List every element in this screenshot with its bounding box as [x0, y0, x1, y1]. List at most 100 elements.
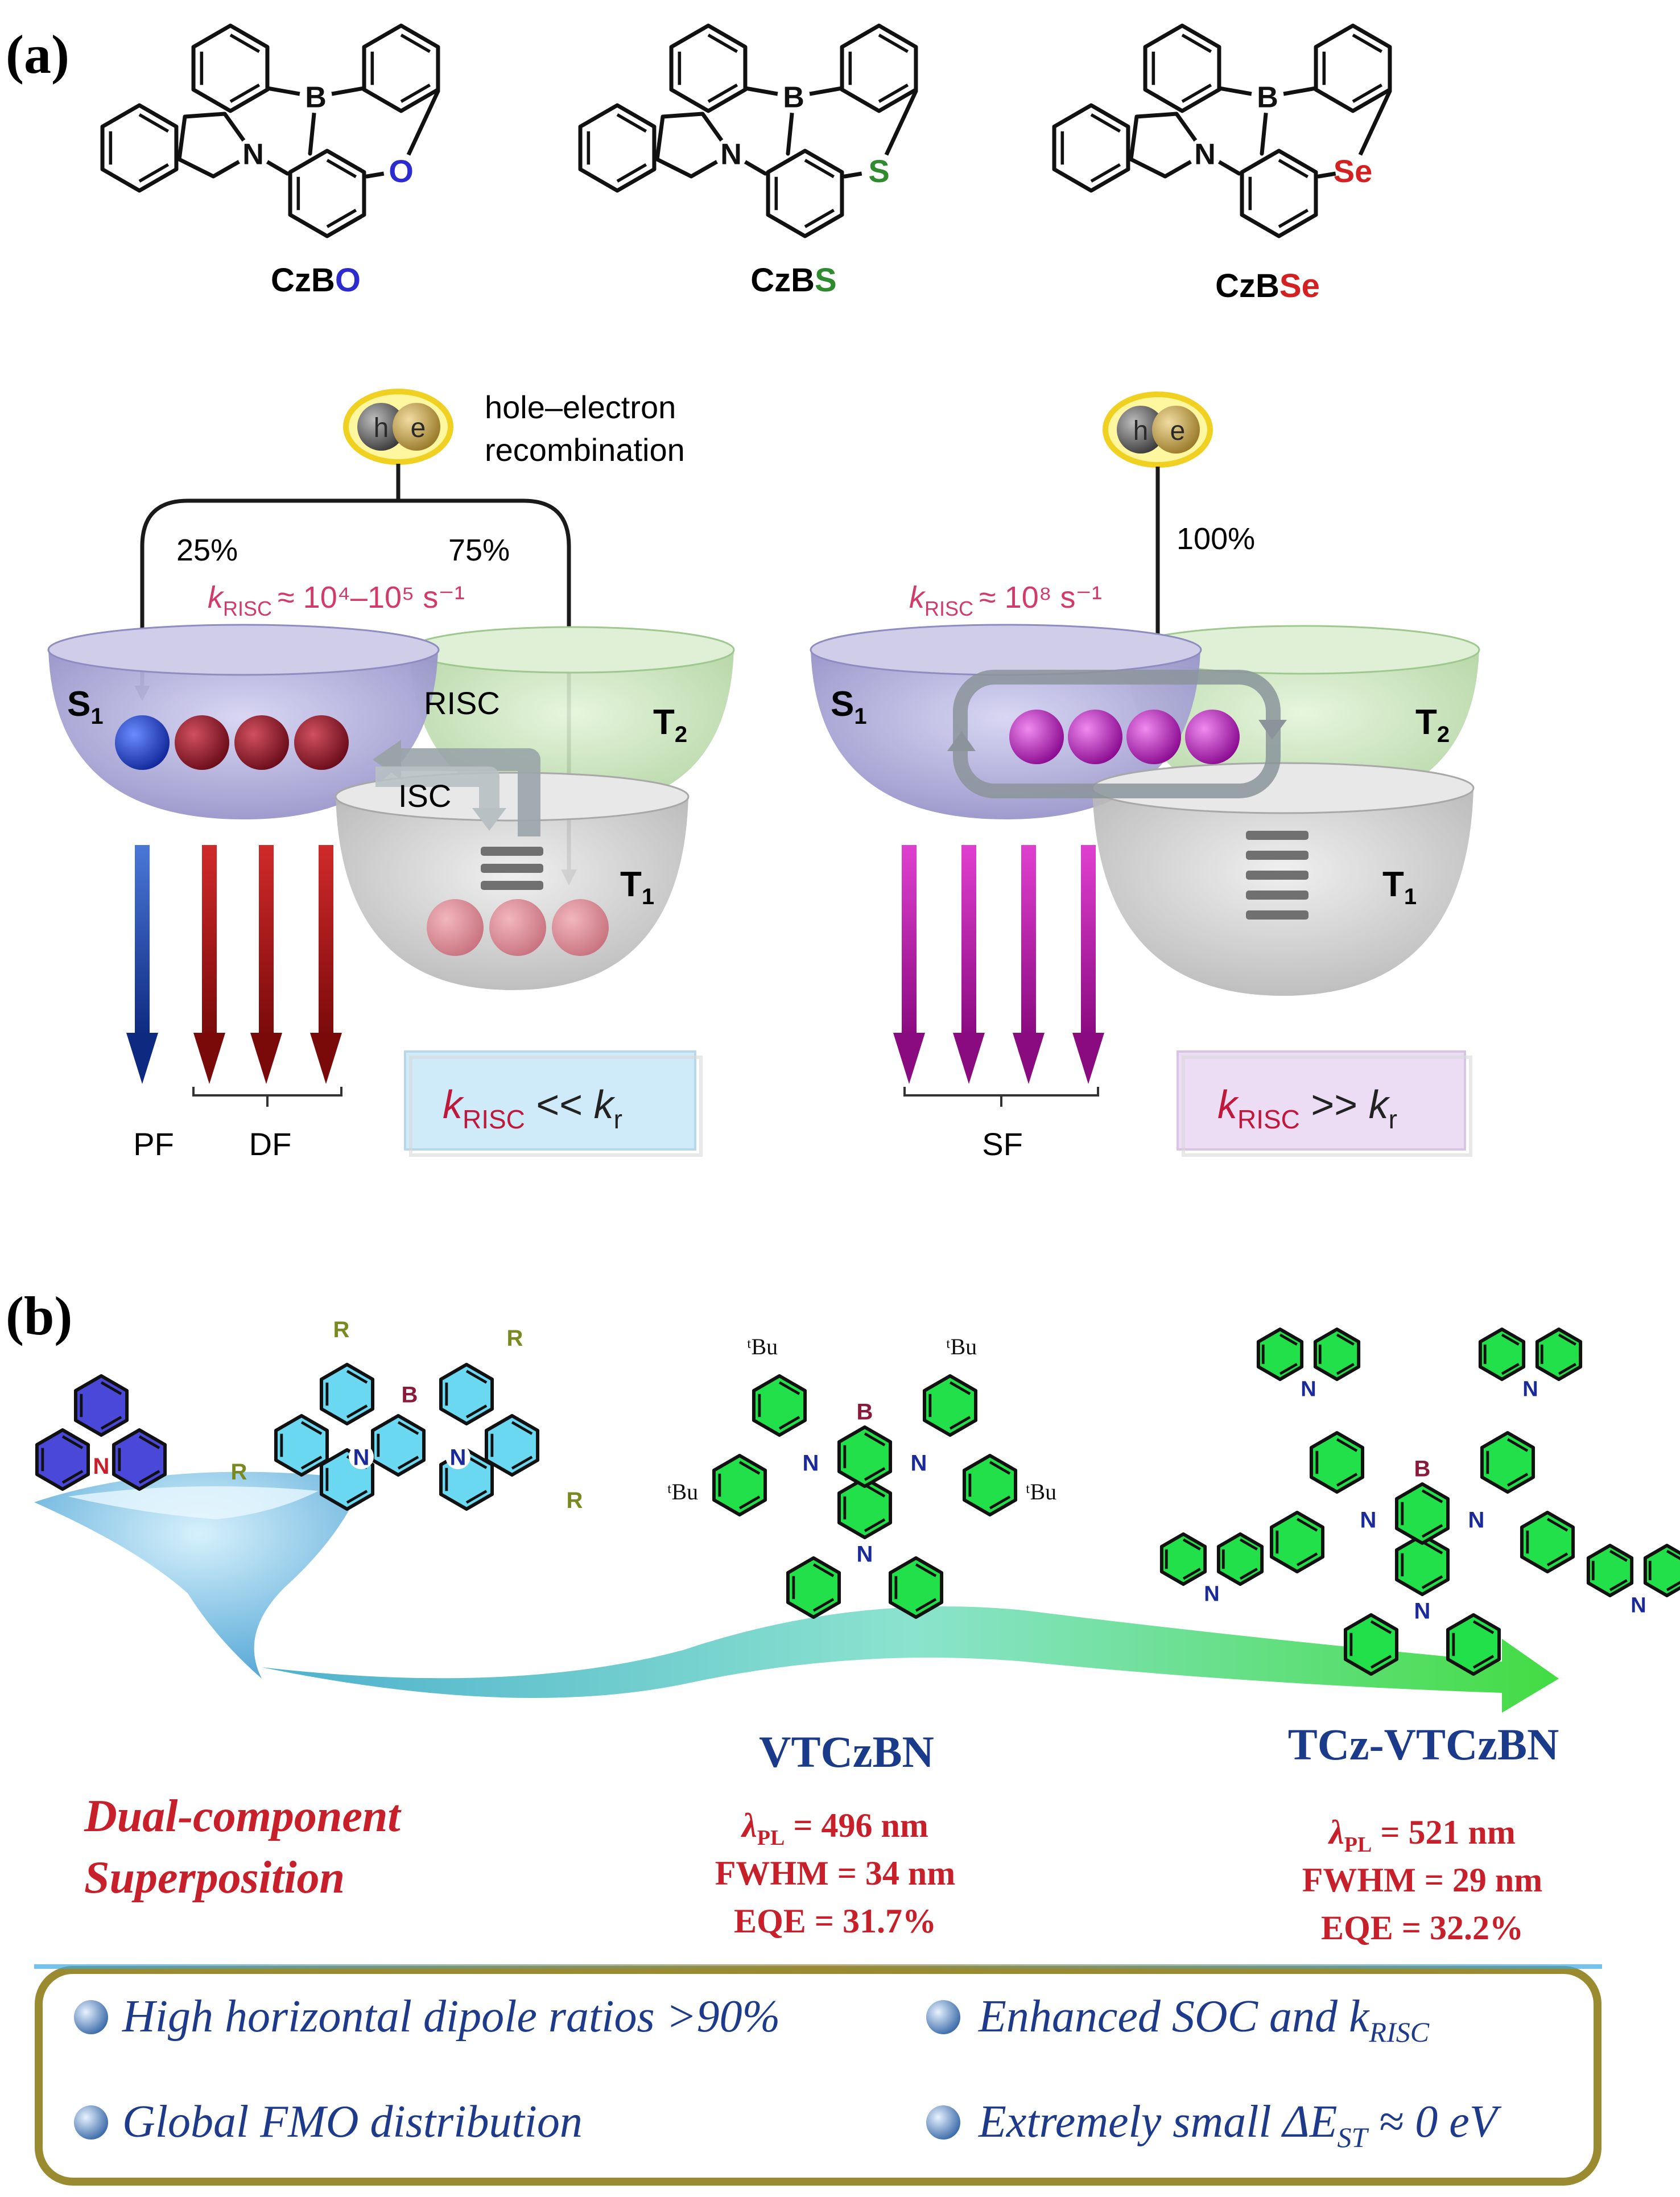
double-bond — [100, 1416, 122, 1430]
hole-symbol: h — [1133, 416, 1149, 446]
double-bond — [1472, 1620, 1495, 1634]
double-bond — [1181, 83, 1212, 103]
double-bond — [1546, 1518, 1568, 1532]
atom-background — [1251, 80, 1284, 113]
feature-bullet-icon — [74, 2000, 108, 2034]
nitrogen-atom: N — [242, 138, 264, 171]
nitrogen-atom: N — [1301, 1378, 1316, 1402]
heteroatom: O — [389, 153, 414, 189]
water-splash — [34, 1471, 364, 1679]
double-bond — [1296, 1518, 1318, 1532]
nitrogen-atom: N — [720, 138, 742, 171]
right-t1-label: T1 — [1382, 865, 1417, 909]
double-bond — [707, 34, 738, 53]
double-bond — [707, 83, 738, 103]
tert-butyl-label: ᵗBu — [1026, 1479, 1056, 1504]
ring-bond — [191, 23, 270, 113]
atom-background — [1410, 1598, 1435, 1623]
boron-atom: B — [1414, 1456, 1431, 1481]
cycle-arrowhead — [1258, 720, 1287, 740]
ring-bond — [1535, 1328, 1583, 1381]
super-fluorescence-arrow — [1013, 845, 1045, 1084]
feature-dipole: High horizontal dipole ratios >90% — [122, 1992, 780, 2042]
atom-background — [852, 1541, 877, 1566]
atom-background — [1188, 137, 1221, 170]
double-bond — [878, 83, 909, 103]
double-bond — [778, 1416, 800, 1430]
triplet-exciton — [489, 899, 546, 956]
double-bond — [397, 1421, 419, 1435]
double-bond — [878, 34, 909, 53]
ring-bond — [112, 1428, 167, 1491]
double-bond — [864, 1432, 886, 1446]
ring-bond — [922, 1374, 978, 1437]
double-bond — [1352, 34, 1383, 53]
boron-atom: B — [305, 81, 327, 114]
feature-bullet-icon — [926, 2105, 960, 2140]
double-bond — [465, 1490, 488, 1504]
double-bond — [346, 1404, 368, 1419]
sf-label: SF — [982, 1126, 1023, 1162]
double-bond — [1336, 1473, 1358, 1487]
double-bond — [864, 1518, 886, 1532]
molecule-name-czbse: CzBSe — [1215, 267, 1320, 304]
panel-b-label: (b) — [6, 1285, 72, 1346]
prompt-fluorescence-arrow — [126, 845, 158, 1084]
ring-bond — [1052, 103, 1130, 193]
ring-bond — [362, 23, 440, 113]
compound-name-vtczbn: VTCzBN — [759, 1727, 934, 1776]
nitrogen-atom: N — [1522, 1378, 1538, 1402]
ring-bond — [1269, 1511, 1325, 1573]
double-bond — [346, 1490, 368, 1504]
nitrogen-atom: N — [911, 1450, 927, 1475]
compound-fwhm-vtczbn: FWHM = 34 nm — [715, 1854, 956, 1892]
double-bond — [989, 1461, 1011, 1475]
double-bond — [400, 83, 431, 103]
feature-bullet-icon — [74, 2105, 108, 2140]
double-bond — [326, 208, 357, 228]
double-bond — [229, 34, 261, 53]
double-bond — [1181, 34, 1212, 53]
electron-ball — [393, 403, 440, 451]
nitrogen-atom: N — [803, 1450, 819, 1475]
triplet-exciton — [552, 899, 609, 956]
atom-background — [1335, 153, 1371, 188]
double-bond — [229, 83, 261, 103]
ring-bond — [1159, 1532, 1207, 1586]
singlet-exciton — [115, 715, 170, 770]
double-bond — [1546, 1552, 1568, 1567]
boron-atom: B — [402, 1382, 418, 1407]
ring-bond — [1643, 1544, 1680, 1597]
double-bond — [138, 113, 170, 133]
double-bond — [1506, 1473, 1529, 1487]
hybrid-exciton — [1068, 710, 1122, 764]
hole-ball — [357, 403, 405, 451]
electron-symbol: e — [411, 413, 426, 443]
double-bond — [1609, 1549, 1628, 1562]
ring-bond — [288, 149, 366, 238]
atom-background — [299, 80, 332, 113]
double-bond — [616, 113, 647, 133]
features-box — [35, 1966, 1601, 2186]
ring-bond — [484, 1414, 540, 1477]
ring-bond — [1313, 1328, 1361, 1381]
left-rate-box: kRISC << kr — [404, 1050, 703, 1157]
right-s1-bowl — [810, 624, 1202, 819]
tert-butyl-label: ᵗBu — [747, 1334, 778, 1359]
sf-bracket — [903, 1087, 1099, 1107]
tert-butyl-label: ᵗBu — [667, 1479, 698, 1504]
double-bond — [138, 1470, 160, 1484]
ring-bond — [1256, 1328, 1304, 1381]
triplet-exciton — [427, 899, 484, 956]
double-bond — [738, 1495, 761, 1510]
double-bond — [397, 1456, 419, 1470]
double-bond — [1421, 1489, 1443, 1503]
double-bond — [1558, 1333, 1576, 1346]
right-t2-label: T2 — [1415, 703, 1450, 747]
delayed-exciton — [175, 715, 229, 770]
double-bond — [1278, 159, 1309, 179]
boron-atom: B — [783, 81, 804, 114]
heteroatom: S — [868, 153, 889, 189]
double-bond — [465, 1404, 488, 1419]
